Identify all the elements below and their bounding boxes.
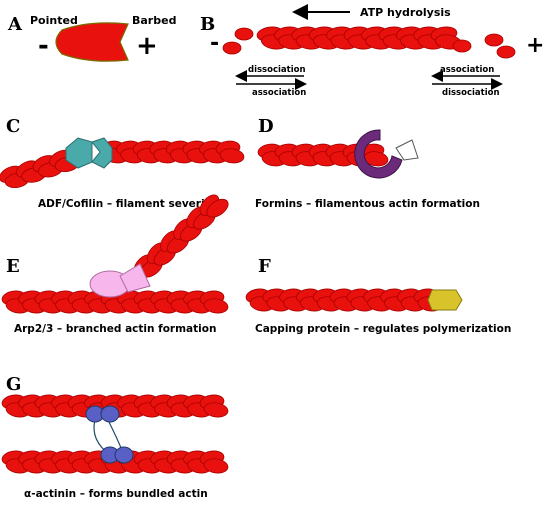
alpha-actinin-protein (85, 405, 134, 464)
right-association-label: association (440, 65, 494, 75)
left-dissociation-label: dissociation (248, 65, 306, 75)
panel-letter-c: C (6, 116, 20, 137)
atp-hydrolysis-label: ATP hydrolysis (360, 6, 451, 19)
formin-protein (354, 129, 419, 179)
panel-letter-a: A (7, 14, 23, 35)
left-association-label: association (252, 88, 306, 98)
plus-sign: + (526, 33, 544, 58)
actin-subunit (206, 198, 229, 218)
branched-actin-filament (133, 194, 229, 278)
panel-d: D Formins – filamentous actin formation (255, 116, 480, 210)
panel-letter-d: D (258, 116, 274, 137)
actin-subunit (203, 298, 229, 314)
actin-filament (1, 290, 229, 314)
actin-subunit (219, 148, 245, 164)
actin-filament (245, 288, 443, 312)
free-actin-monomer (484, 33, 504, 47)
minus-sign: - (38, 31, 49, 61)
free-actin-monomer (452, 39, 472, 53)
panel-letter-f: F (258, 256, 271, 277)
arp23-caption: Arp2/3 – branched actin formation (14, 323, 216, 335)
cofilin-protein (65, 137, 113, 169)
actin-filament (222, 26, 516, 59)
panel-e: E Arp2/3 – branched actin formation (1, 194, 229, 335)
formin-caption: Formins – filamentous actin formation (255, 198, 480, 210)
panel-b: B - + ATP hydrolysis dissociation associ… (200, 4, 544, 98)
pointed-end-label: Pointed (30, 14, 78, 27)
panel-g: G α-actinin – forms bundled actin (1, 374, 229, 500)
capping-protein (427, 289, 463, 311)
capping-caption: Capping protein – regulates polymerizati… (255, 323, 511, 335)
panel-letter-e: E (6, 256, 20, 277)
cofilin-caption: ADF/Cofilin – filament severing (38, 198, 220, 210)
barbed-end-label: Barbed (132, 14, 176, 27)
minus-sign: - (210, 31, 219, 56)
actin-subunit (203, 458, 229, 474)
free-actin-monomer (496, 45, 516, 59)
arp23-complex (89, 263, 151, 298)
actin-filament (0, 140, 245, 188)
panel-f: F Capping protein – regulates polymeriza… (245, 256, 511, 335)
actin-monomer (55, 22, 129, 62)
panel-letter-g: G (6, 374, 21, 395)
actin-filament (1, 450, 229, 474)
panel-c: C ADF/Cofilin – filament severing (0, 116, 245, 210)
actin-filament (257, 143, 389, 167)
free-actin-monomer (234, 27, 254, 41)
right-dissociation-label: dissociation (442, 88, 500, 98)
actin-subunit (203, 402, 229, 418)
free-actin-monomer (222, 41, 242, 55)
panel-a: A Pointed Barbed - + (7, 14, 176, 62)
panel-letter-b: B (200, 14, 215, 35)
plus-sign: + (136, 31, 158, 61)
actinin-caption: α-actinin – forms bundled actin (24, 488, 208, 500)
actin-filament (1, 394, 229, 418)
